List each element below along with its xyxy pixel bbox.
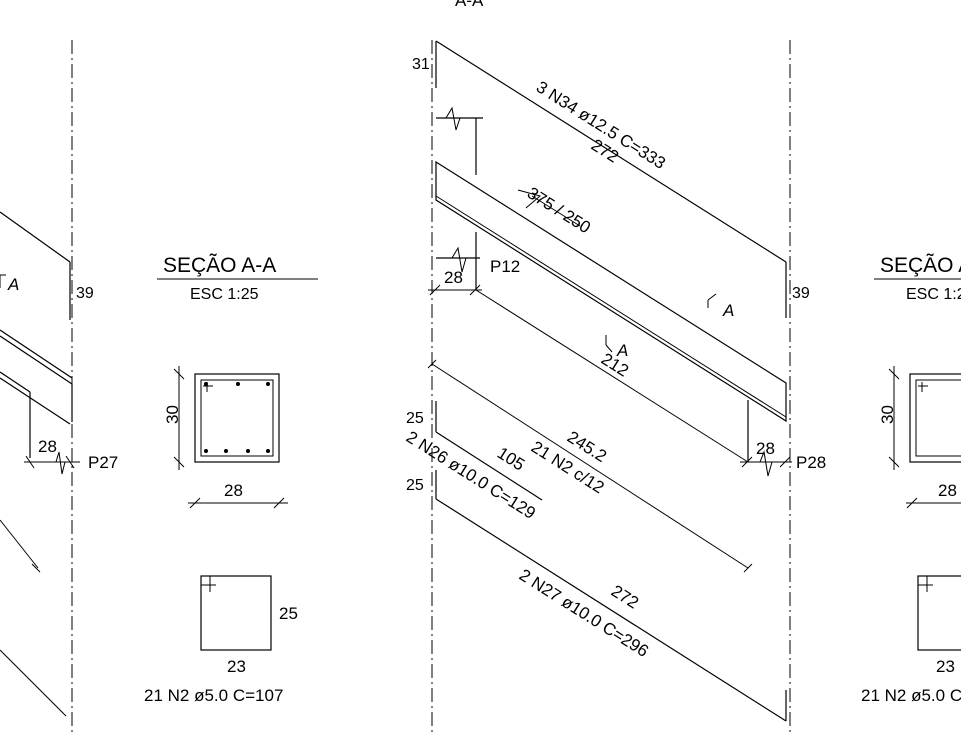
left-beam: 39 A 28 P27 xyxy=(0,211,118,717)
top-title-fragment: A-A xyxy=(455,0,484,10)
n27-length: 272 xyxy=(608,581,642,612)
hook-25a: 25 xyxy=(406,410,424,427)
hook-25b: 25 xyxy=(406,477,424,494)
section-left-stirrup-w: 23 xyxy=(227,657,246,676)
dim-28-left: 28 xyxy=(444,268,463,287)
support-p12: P12 xyxy=(490,257,520,276)
support-p28: P28 xyxy=(796,453,826,472)
section-right-stirrup-label: 21 N2 ø5.0 C=107 xyxy=(861,686,961,705)
section-right-stirrup-w: 23 xyxy=(936,657,955,676)
section-left-height: 30 xyxy=(163,405,182,424)
section-left-stirrup-label: 21 N2 ø5.0 C=107 xyxy=(144,686,283,705)
main-beam: 31 39 3 N34 ø12.5 C=333 272 375 / 250 A … xyxy=(403,40,826,722)
left-support-p27: P27 xyxy=(88,453,118,472)
section-left-stirrup-h: 25 xyxy=(279,604,298,623)
left-dim-28: 28 xyxy=(38,437,57,456)
left-dim-39: 39 xyxy=(76,285,94,302)
section-right: SEÇÃO A-A ESC 1:25 30 28 23 21 N2 ø5.0 C… xyxy=(861,253,961,705)
n26-label: 2 N26 ø10.0 C=129 xyxy=(403,427,539,523)
section-right-width: 28 xyxy=(938,481,957,500)
section-right-scale: ESC 1:25 xyxy=(906,286,961,303)
dim-28-right: 28 xyxy=(756,439,775,458)
section-right-title: SEÇÃO A-A xyxy=(880,253,961,277)
section-left-width: 28 xyxy=(224,481,243,500)
n26-length: 105 xyxy=(494,443,528,474)
beam-size: 375 / 250 xyxy=(524,183,594,237)
section-mark-bottom: A xyxy=(616,341,628,360)
n27-label: 2 N27 ø10.0 C=296 xyxy=(516,565,652,661)
hook-31: 31 xyxy=(412,56,430,73)
main-dim-39: 39 xyxy=(792,285,810,302)
section-right-height: 30 xyxy=(878,405,897,424)
section-left-title: SEÇÃO A-A xyxy=(163,253,276,277)
section-mark-top: A xyxy=(722,301,734,320)
section-left-scale: ESC 1:25 xyxy=(190,286,259,303)
left-section-mark: A xyxy=(7,275,19,294)
section-left: SEÇÃO A-A ESC 1:25 30 28 25 23 21 N2 ø5.… xyxy=(144,253,318,705)
